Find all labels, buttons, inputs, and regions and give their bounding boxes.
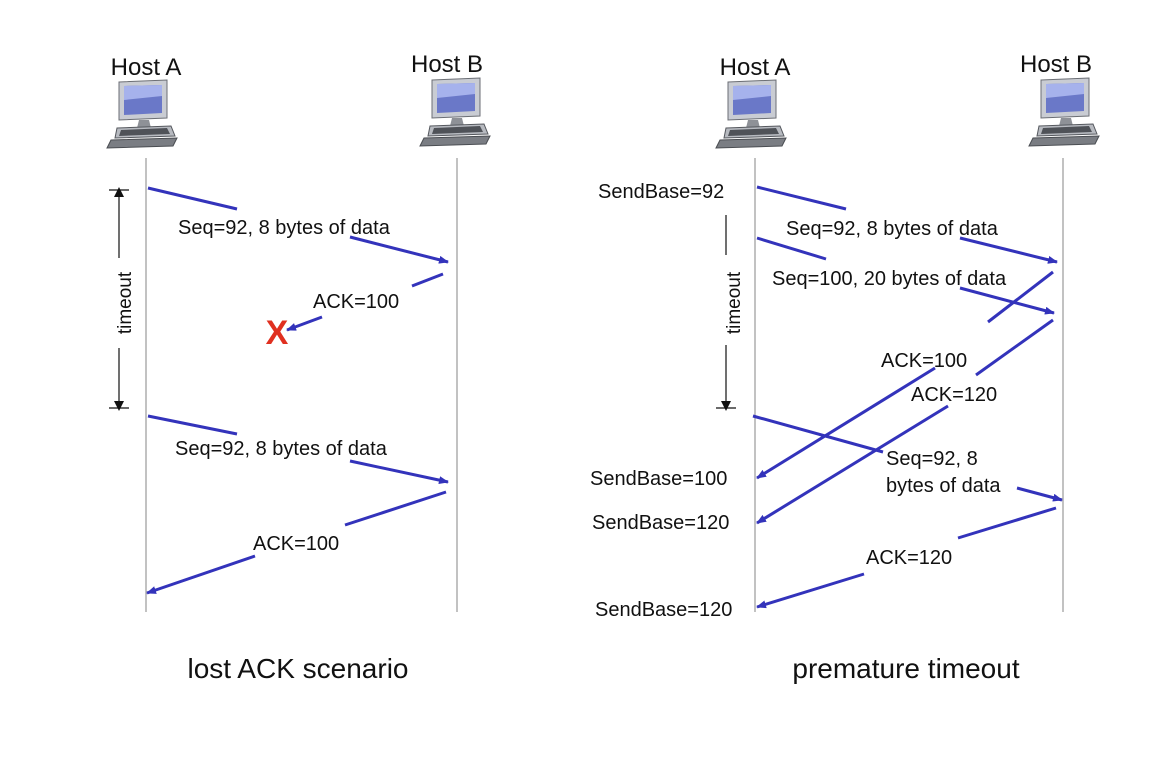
left-caption: lost ACK scenario — [188, 653, 409, 684]
right-seq100-label: Seq=100, 20 bytes of data — [772, 268, 1007, 290]
right-sendbase-120-label: SendBase=120 — [592, 512, 729, 534]
right-seq100-arrow — [959, 286, 1055, 315]
right-seq100-arrow-start — [756, 236, 827, 261]
right-timeout-bracket: timeout — [716, 215, 745, 411]
right-ack100-arrow-start — [987, 270, 1054, 324]
right-ack120-final-label: ACK=120 — [866, 547, 952, 569]
left-seq92-retransmit-label: Seq=92, 8 bytes of data — [175, 438, 388, 460]
left-timeout-label: timeout — [115, 271, 136, 334]
right-host-a-label: Host A — [720, 54, 791, 81]
computer-icon — [715, 79, 787, 149]
left-seq92-arrow-start — [147, 186, 238, 211]
left-timeout-bracket: timeout — [109, 187, 136, 411]
right-seq92-retransmit-arrow-start — [752, 414, 884, 454]
right-ack100-arrow — [756, 366, 936, 480]
left-seq92-arrow — [349, 235, 449, 264]
computer-icon — [1028, 77, 1100, 147]
right-sendbase-120-final-label: SendBase=120 — [595, 599, 732, 621]
left-host-b-label: Host B — [411, 51, 483, 78]
right-ack120-final-arrow-start — [957, 506, 1057, 540]
right-host-b-label: Host B — [1020, 51, 1092, 78]
left-ack100-label: ACK=100 — [313, 291, 399, 313]
right-scenario: Host A Host B timeout SendBase=92 Seq=92… — [590, 51, 1100, 684]
right-caption: premature timeout — [792, 653, 1019, 684]
computer-icon — [106, 79, 178, 149]
right-ack120-arrow-start — [975, 318, 1054, 377]
left-ack100-arrow — [146, 554, 256, 595]
right-seq92-label: Seq=92, 8 bytes of data — [786, 218, 999, 240]
right-ack100-label: ACK=100 — [881, 350, 967, 372]
right-seq92-retransmit-arrow — [1016, 486, 1063, 502]
left-ack100-lost-arrow-start — [411, 272, 444, 288]
right-sendbase-92-label: SendBase=92 — [598, 181, 724, 203]
left-scenario: Host A Host B timeout Seq=92, 8 bytes of… — [106, 51, 491, 684]
right-seq92-retransmit-label-line2: bytes of data — [886, 475, 1001, 497]
left-seq92-label: Seq=92, 8 bytes of data — [178, 217, 391, 239]
right-ack120-final-arrow — [756, 572, 865, 609]
right-seq92-arrow-start — [756, 185, 847, 211]
right-ack120-label: ACK=120 — [911, 384, 997, 406]
left-ack100-arrow-start — [344, 490, 447, 527]
right-sendbase-100-label: SendBase=100 — [590, 468, 727, 490]
x-mark-icon: X — [266, 314, 289, 352]
right-ack120-arrow — [756, 404, 949, 525]
left-ack100-second-label: ACK=100 — [253, 533, 339, 555]
left-seq92-retransmit-arrow-start — [147, 414, 238, 436]
left-host-a-label: Host A — [111, 54, 182, 81]
computer-icon — [419, 77, 491, 147]
right-seq92-retransmit-label-line1: Seq=92, 8 — [886, 448, 978, 470]
right-timeout-label: timeout — [724, 271, 745, 334]
left-seq92-retransmit-arrow — [349, 459, 449, 485]
left-ack100-lost-arrow — [286, 315, 323, 332]
right-seq92-arrow — [959, 236, 1058, 264]
